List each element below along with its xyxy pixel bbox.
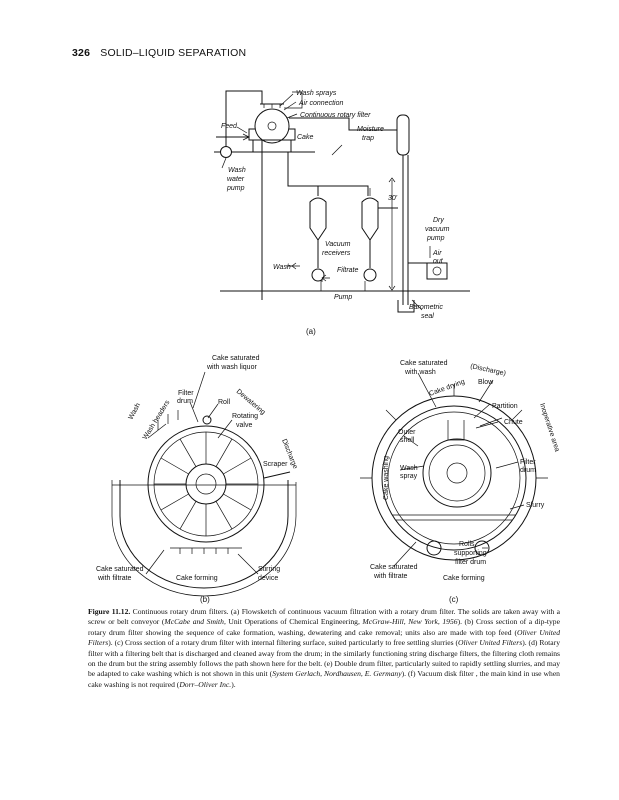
drum-spoke <box>179 501 197 530</box>
label-wash: Wash <box>273 264 291 271</box>
b-label-scraper: Scraper <box>263 461 288 468</box>
b-label-cake-forming: Cake forming <box>176 575 218 582</box>
b-label-rotating-valve-line-2: valve <box>236 422 252 429</box>
b-label-wash: Wash <box>128 402 143 421</box>
b-label-filter-drum-line-2: drum <box>177 398 193 405</box>
c-label-cake-saturated-wash-line-2: with wash <box>404 369 436 376</box>
b-label-cake-saturated-filtrate-line-1: Cake saturated <box>96 566 144 573</box>
page-number: 326 <box>72 47 91 59</box>
c-label-wash-spray-line-2: spray <box>400 473 418 480</box>
caption-text-2: Unit Operations of Chemical Engineering, <box>225 617 363 627</box>
drum-spoke <box>160 457 189 475</box>
sub-label-a: (a) <box>306 327 316 336</box>
c-label-rolls-line-1: Rolls <box>459 541 475 548</box>
label-moisture-trap-line-2: trap <box>362 135 374 142</box>
caption-figure-label: Figure 11.12. <box>88 607 131 616</box>
drum-spoke <box>223 457 252 475</box>
c-label-rolls-line-3: filter drum <box>455 559 486 566</box>
label-barometric-seal-line-2: seal <box>421 313 434 320</box>
label-vacuum-receivers-line-1: Vacuum <box>325 241 351 248</box>
label-air-out-line-1: Air <box>432 250 442 257</box>
c-label-outer-shell-line-2: shell <box>400 437 415 444</box>
c-label-filter-drum-line-1: Filter <box>520 459 536 466</box>
caption-text-7: ). <box>231 679 236 689</box>
label-continuous-rotary-filter: Continuous rotary filter <box>300 112 371 119</box>
drum-spoke <box>215 501 233 530</box>
label-cake: Cake <box>297 134 313 141</box>
label-dry-vacuum-pump-line-1: Dry <box>433 217 444 224</box>
caption-ref-2: McGraw-Hill, New York, 1956 <box>362 617 458 627</box>
c-label-chute: Chute <box>504 419 523 426</box>
label-moisture-trap-line-1: Moisture <box>357 126 384 133</box>
running-title: SOLID–LIQUID SEPARATION <box>100 47 247 59</box>
label-dry-vacuum-pump-line-2: vacuum <box>425 226 450 233</box>
c-label-cake-washing: Cake washing <box>383 456 390 500</box>
b-label-filter-drum-line-1: Filter <box>178 390 194 397</box>
caption-ref-6: Dorr–Oliver Inc. <box>179 679 232 689</box>
drum-spoke <box>179 438 197 467</box>
caption-ref-1: McCabe and Smith, <box>164 617 226 627</box>
label-filtrate: Filtrate <box>337 267 359 274</box>
c-label-inoperative-area: Inoperative area <box>538 402 560 452</box>
drum-spoke <box>160 493 189 511</box>
caption-text-6: ). (f) Vacuum disk filter , the main kin… <box>88 669 560 689</box>
drum-spoke <box>215 438 233 467</box>
label-dry-vacuum-pump-line-3: pump <box>426 235 445 242</box>
c-label-slurry: Slurry <box>526 502 545 509</box>
label-wash-water-pump-line-2: water <box>227 176 245 183</box>
label-vacuum-receivers-line-2: receivers <box>322 250 351 257</box>
label-air-connection: Air connection <box>298 100 343 107</box>
caption-text-3: ). (b) Cross section of a dip-type rotar… <box>88 617 560 637</box>
label-pump: Pump <box>334 294 352 301</box>
c-label-cake-forming: Cake forming <box>443 575 485 582</box>
caption-ref-3: Oliver United Filters <box>88 627 560 648</box>
c-label-partition: Partition <box>492 403 518 410</box>
c-label-blow: Blow <box>478 379 494 386</box>
label-barometric-seal-line-1: Barometric <box>409 304 443 311</box>
running-header: 326 SOLID–LIQUID SEPARATION <box>72 47 246 59</box>
figure-b-dip-type-drum: Cake saturated with wash liquor Filter d… <box>96 355 298 604</box>
b-label-stirring-device-line-2: device <box>258 575 278 582</box>
b-label-stirring-device-line-1: Stirring <box>258 566 280 573</box>
figure-caption: Figure 11.12. Continuous rotary drum fil… <box>88 607 560 690</box>
b-label-cake-saturated-wash-line-1: Cake saturated <box>212 355 260 362</box>
sub-label-b: (b) <box>200 595 210 604</box>
caption-text-4: ). (c) Cross section of a rotary drum fi… <box>108 638 459 648</box>
b-label-cake-saturated-wash-line-2: with wash liquor <box>206 364 257 371</box>
sub-label-c: (c) <box>449 595 459 604</box>
b-label-roll: Roll <box>218 399 231 406</box>
drum-spoke <box>223 493 252 511</box>
caption-text-1: Continuous rotary drum filters. (a) Flow… <box>88 607 561 627</box>
label-wash-water-pump-line-3: pump <box>226 185 245 192</box>
label-feed: Feed <box>221 123 238 130</box>
b-label-wash-headers: Wash headers <box>142 399 172 441</box>
label-height: 30' <box>388 195 398 202</box>
label-wash-sprays: Wash sprays <box>296 90 337 97</box>
caption-text-5: ). (d) Rotary filter with a filtering be… <box>88 638 560 679</box>
c-label-outer-shell-line-1: Outer <box>398 429 416 436</box>
c-label-wash-spray-line-1: Wash <box>400 465 418 472</box>
c-label-cake-saturated-wash-line-1: Cake saturated <box>400 360 448 367</box>
c-label-discharge: (Discharge) <box>470 363 507 377</box>
c-label-rolls-line-2: supporting <box>454 550 487 557</box>
caption-ref-4: Oliver United Filters <box>458 638 523 648</box>
b-label-cake-saturated-filtrate-line-2: with filtrate <box>97 575 132 582</box>
c-label-cake-saturated-filtrate-line-2: with filtrate <box>373 573 408 580</box>
caption-ref-5: System Gerlach, Nordhausen, E. Germany <box>272 669 402 679</box>
c-label-cake-drying: Cake drying <box>428 378 466 397</box>
figure-a-flowsketch: Wash sprays Air connection Continuous ro… <box>214 90 470 336</box>
label-wash-water-pump-line-1: Wash <box>228 167 246 174</box>
figure-c-internal-drum: Cake saturated with wash (Discharge) Blo… <box>360 360 560 604</box>
c-label-filter-drum-line-2: drum <box>520 467 536 474</box>
c-label-cake-saturated-filtrate-line-1: Cake saturated <box>370 564 418 571</box>
label-air-out-line-2: out <box>433 258 444 265</box>
b-label-rotating-valve-line-1: Rotating <box>232 413 258 420</box>
